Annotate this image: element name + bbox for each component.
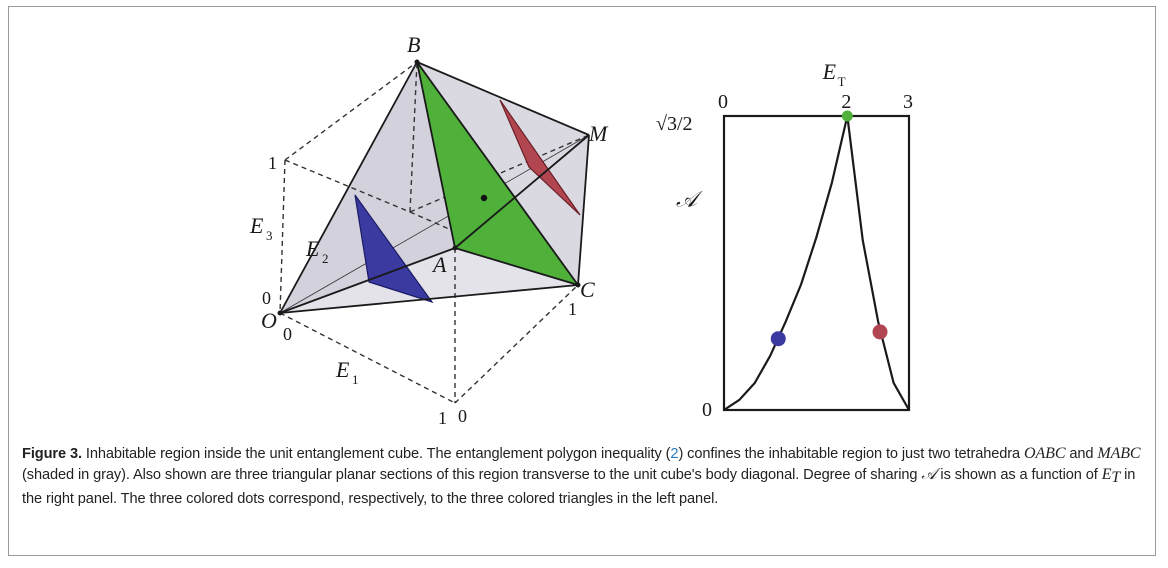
- C-tick-1: 1: [568, 299, 577, 319]
- red-triangle: [499, 99, 581, 216]
- ET-subscript: T: [1111, 469, 1121, 487]
- blue-triangle: [354, 194, 434, 304]
- E3-axis-sub: 3: [266, 228, 273, 243]
- vertex-A-label: A: [431, 252, 447, 277]
- caption-text-6: in the right panel. The three colored do…: [22, 466, 1136, 507]
- tetra-MABC: MABC: [1097, 445, 1141, 462]
- tetra-solid-edges: [279, 61, 590, 314]
- E3-tick-0: 0: [262, 288, 271, 308]
- caption-text-5: is shown as a function of: [936, 466, 1102, 483]
- tetra-OAC-face: [280, 248, 578, 313]
- plot-frame: [722, 114, 911, 412]
- data-point: [872, 324, 888, 340]
- caption-text-1: Inhabitable region inside the unit entan…: [81, 446, 671, 462]
- y-axis-label: 𝒜: [676, 186, 703, 211]
- figure-frame: [8, 6, 1156, 556]
- equation-ref-link[interactable]: 2: [670, 446, 679, 462]
- E2-axis-label: E: [305, 236, 320, 261]
- data-point: [841, 110, 853, 122]
- vertex-C-label: C: [580, 277, 595, 302]
- tetra-OAB-face: [280, 62, 455, 313]
- figure-label: Figure 3.: [22, 446, 82, 462]
- E1-axis-label: E: [335, 357, 350, 382]
- caption-text-3: and: [1065, 446, 1098, 462]
- ET-symbol: E: [1101, 465, 1112, 483]
- center-point: [480, 194, 488, 202]
- vertex-B-label: B: [407, 32, 420, 57]
- E1-tick-1: 1: [438, 408, 447, 428]
- x-axis-label: E: [822, 59, 837, 84]
- curve-0: [723, 115, 849, 411]
- E1-axis-sub: 1: [352, 372, 359, 387]
- tetra-BMC-face: [417, 62, 589, 285]
- data-point: [770, 331, 786, 347]
- vertex-dots: [277, 59, 581, 316]
- x-axis-label-sub: T: [838, 74, 846, 89]
- vertex-M-label: M: [588, 121, 609, 146]
- tetra-OABC: OABC: [1024, 445, 1066, 462]
- E3-axis-label: E: [249, 213, 264, 238]
- x-tick-label: 3: [903, 91, 913, 113]
- vertex-O-label: O: [261, 308, 277, 333]
- x-tick-label: 0: [718, 91, 728, 113]
- y-tick-label: 0: [702, 399, 712, 421]
- caption-text-4: (shaded in gray). Also shown are three t…: [22, 466, 922, 483]
- plot-ticks: 0 2 3 0 √3/2: [656, 91, 913, 421]
- E1-far-tick-0: 0: [458, 406, 467, 426]
- x-tick-label: 2: [841, 91, 851, 113]
- curve-1: [846, 115, 910, 411]
- E2-axis-sub: 2: [322, 251, 329, 266]
- y-tick-label: √3/2: [656, 113, 693, 135]
- sharing-symbol: 𝒜: [921, 465, 937, 483]
- caption-text-2: ) confines the inhabitable region to jus…: [678, 446, 1025, 462]
- plot-dots: [770, 110, 888, 347]
- plot-curves: [723, 115, 910, 411]
- figure-caption: Figure 3. Inhabitable region inside the …: [22, 444, 1142, 509]
- E3-tick-1: 1: [268, 153, 277, 173]
- E1-tick-0: 0: [283, 324, 292, 344]
